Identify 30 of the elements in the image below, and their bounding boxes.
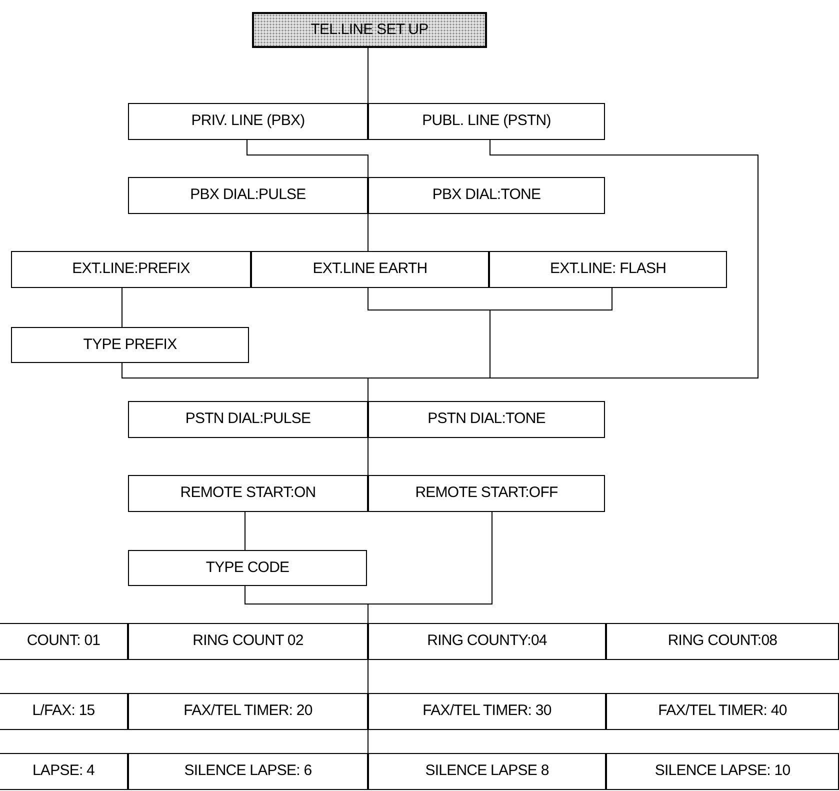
connector-line (122, 362, 368, 402)
menu-option-box: RING COUNT:08 (606, 623, 839, 660)
menu-option-box: COUNT: 01 (0, 623, 128, 660)
menu-option-box: EXT.LINE: FLASH (489, 251, 727, 288)
menu-option-box: TYPE PREFIX (11, 327, 249, 363)
menu-option-box: RING COUNT 02 (128, 623, 368, 660)
menu-option-box: PRIV. LINE (PBX) (128, 103, 368, 140)
menu-option-box: LAPSE: 4 (0, 753, 128, 790)
menu-option-box: PSTN DIAL:PULSE (128, 401, 368, 438)
connector-line (244, 512, 246, 550)
menu-option-box: REMOTE START:ON (128, 475, 368, 512)
connector-line (246, 140, 368, 178)
menu-option-box: PBX DIAL:TONE (368, 177, 605, 214)
menu-option-box: L/FAX: 15 (0, 693, 128, 730)
menu-option-box: RING COUNTY:04 (368, 623, 606, 660)
menu-option-box: PSTN DIAL:TONE (368, 401, 605, 438)
menu-option-box: PBX DIAL:PULSE (128, 177, 368, 214)
menu-option-box: SILENCE LAPSE: 6 (128, 753, 368, 790)
menu-option-box: FAX/TEL TIMER: 30 (368, 693, 606, 730)
menu-title-box: TEL.LINE SET UP (252, 12, 487, 48)
connector-line (368, 512, 492, 624)
menu-option-box: FAX/TEL TIMER: 20 (128, 693, 368, 730)
menu-option-box: EXT.LINE:PREFIX (11, 251, 251, 288)
menu-option-box: SILENCE LAPSE 8 (368, 753, 606, 790)
menu-option-box: TYPE CODE (128, 550, 367, 586)
menu-option-box: REMOTE START:OFF (368, 475, 605, 512)
menu-option-box: PUBL. LINE (PSTN) (368, 103, 605, 140)
menu-option-box: EXT.LINE EARTH (251, 251, 489, 288)
menu-option-box: SILENCE LAPSE: 10 (606, 753, 839, 790)
menu-option-box: FAX/TEL TIMER: 40 (606, 693, 839, 730)
